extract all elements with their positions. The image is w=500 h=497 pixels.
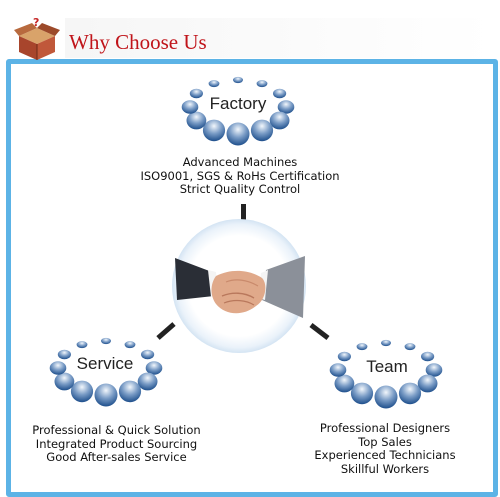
team-sphere	[398, 382, 422, 405]
service-line-1: Professional & Quick Solution	[32, 423, 201, 437]
factory-sphere	[189, 88, 203, 99]
factory-line-3: Strict Quality Control	[179, 182, 301, 196]
service-sphere	[141, 349, 155, 360]
service-line-2: Integrated Product Sourcing	[35, 436, 198, 451]
page-title: Why Choose Us	[69, 30, 207, 54]
service-sphere	[137, 372, 158, 391]
team-sphere	[337, 351, 351, 362]
team-sphere	[334, 374, 355, 393]
service-sphere	[94, 383, 118, 407]
service-sphere	[145, 361, 163, 375]
connector-factory	[241, 204, 246, 224]
svg-text:?: ?	[33, 16, 39, 29]
team-sphere	[381, 339, 391, 347]
team-sphere	[417, 374, 438, 393]
service-sphere	[76, 341, 88, 349]
service-sphere	[49, 361, 67, 375]
connector-service	[156, 322, 176, 340]
connector-team	[309, 323, 330, 340]
factory-sphere	[181, 100, 199, 114]
factory-description: Advanced Machines ISO9001, SGS & RoHs Ce…	[130, 155, 350, 197]
team-ring	[329, 339, 443, 409]
factory-sphere	[233, 76, 243, 84]
factory-sphere	[256, 80, 268, 88]
factory-line-1: Advanced Machines	[182, 155, 298, 169]
team-line-2: Top Sales	[358, 434, 412, 449]
service-sphere	[70, 380, 94, 403]
team-sphere	[350, 382, 374, 405]
handshake-image	[172, 219, 306, 353]
team-sphere	[329, 363, 347, 377]
team-sphere	[425, 363, 443, 377]
factory-ring	[181, 76, 295, 146]
team-line-3: Experienced Technicians	[314, 448, 456, 462]
question-box-icon: ?	[14, 16, 60, 60]
team-sphere	[404, 343, 416, 351]
factory-sphere	[273, 88, 287, 99]
team-description: Professional Designers Top Sales Experie…	[305, 421, 465, 476]
team-sphere	[374, 385, 398, 409]
service-label: Service	[76, 354, 134, 373]
header-bar: ? Why Choose Us	[5, 10, 495, 66]
service-description: Professional & Quick Solution Integrated…	[19, 423, 214, 465]
factory-sphere	[250, 119, 274, 142]
team-label: Team	[366, 357, 408, 376]
team-sphere	[356, 343, 368, 351]
service-ring	[49, 337, 163, 407]
service-sphere	[101, 337, 111, 345]
factory-sphere	[269, 111, 290, 130]
factory-sphere	[277, 100, 295, 114]
factory-line-2: ISO9001, SGS & RoHs Certification	[140, 168, 340, 183]
factory-sphere	[202, 119, 226, 142]
team-line-1: Professional Designers	[319, 421, 451, 435]
factory-label: Factory	[209, 94, 267, 113]
factory-sphere	[226, 122, 250, 146]
factory-sphere	[186, 111, 207, 130]
service-line-3: Good After-sales Service	[46, 450, 187, 464]
service-sphere	[124, 341, 136, 349]
factory-sphere	[208, 80, 220, 88]
team-line-4: Skillful Workers	[340, 461, 430, 476]
service-sphere	[57, 349, 71, 360]
service-sphere	[118, 380, 142, 403]
team-sphere	[421, 351, 435, 362]
service-sphere	[54, 372, 75, 391]
